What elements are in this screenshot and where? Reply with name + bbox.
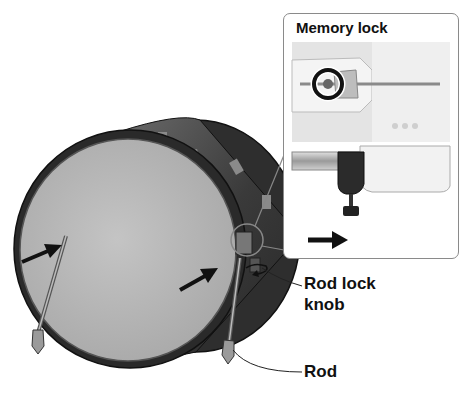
illustration-shape xyxy=(236,232,252,254)
illustration-shape xyxy=(158,132,167,144)
inset-box: Memory lock xyxy=(283,13,459,259)
illustration-shape xyxy=(252,270,259,277)
part-label: Rod xyxy=(304,361,364,382)
illustration-shape xyxy=(92,120,300,352)
illustration-shape xyxy=(20,139,236,361)
illustration-shape xyxy=(222,340,234,364)
illustration-shape xyxy=(262,195,271,209)
illustration-shape xyxy=(118,120,196,365)
illustration-shape xyxy=(231,224,263,256)
part-label: Rod lock knob xyxy=(304,273,416,315)
illustration-shape xyxy=(38,236,66,333)
illustration-shape xyxy=(229,258,240,343)
illustration-shape xyxy=(262,246,284,250)
illustration-shape xyxy=(250,258,260,272)
inset-heading: Memory lock xyxy=(296,19,388,36)
illustration-shape xyxy=(233,350,302,372)
illustration-shape xyxy=(200,268,218,283)
illustration-shape xyxy=(118,118,300,365)
rod-lock-knob xyxy=(236,232,267,277)
drum-head xyxy=(14,130,246,368)
drum-rods xyxy=(32,236,240,364)
leader-line xyxy=(233,268,302,372)
illustration-shape xyxy=(180,276,205,290)
detail-callout xyxy=(231,155,284,256)
illustration-shape xyxy=(246,264,267,274)
illustration-shape xyxy=(188,149,200,165)
drum-shell xyxy=(92,118,300,365)
illustration-shape xyxy=(14,130,246,368)
illustration-shape xyxy=(38,236,66,333)
illustration-shape xyxy=(262,268,302,286)
illustration-shape xyxy=(44,244,62,258)
illustration-shape xyxy=(22,251,48,262)
direction-arrow xyxy=(22,244,218,290)
illustration-shape xyxy=(32,330,44,354)
illustration-shape xyxy=(229,158,244,175)
illustration-shape xyxy=(229,258,240,343)
illustration-shape xyxy=(255,155,284,226)
